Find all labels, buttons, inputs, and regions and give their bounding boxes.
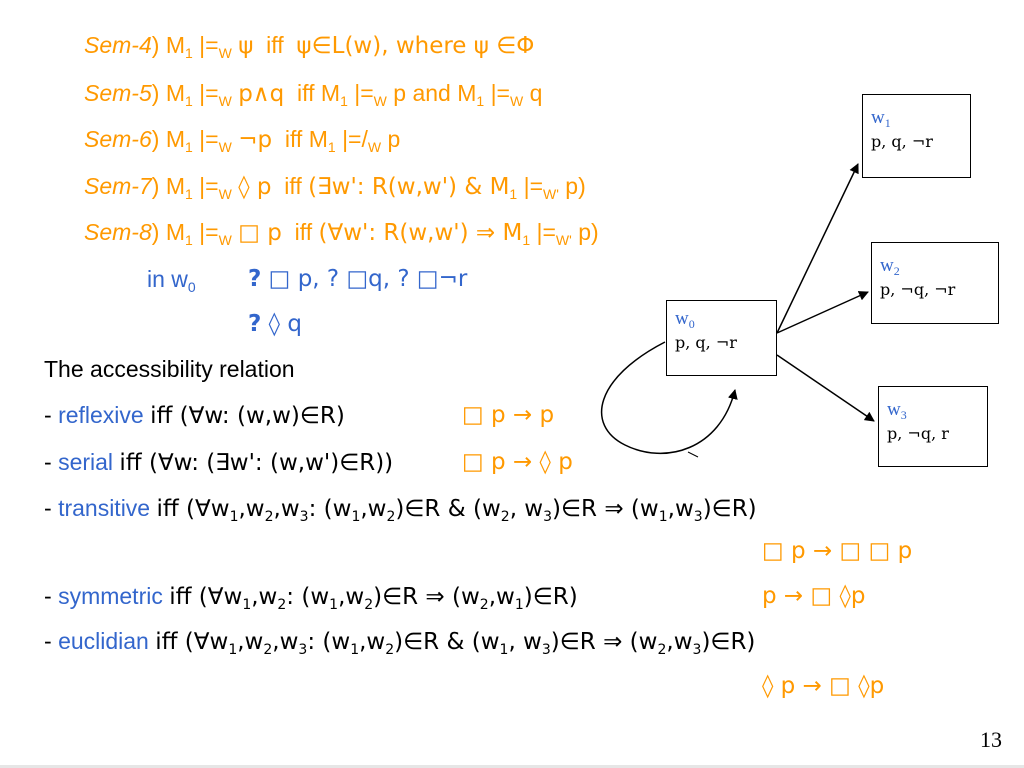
world-w1-props: p, q, ¬r [871, 132, 933, 151]
world-w3-name: w3 [887, 399, 907, 422]
sem4-line: Sem-4) M1 |=W ψ iff ψ∈L(w), where ψ ∈Φ [84, 31, 534, 60]
sem7-label: Sem-7 [84, 173, 152, 199]
diamond-q-query: ? ◊ q [248, 311, 302, 337]
page-number: 13 [980, 727, 1002, 752]
euclidian-line: - euclidian iff (∀w1,w2,w3: (w1,w2)∈R & … [44, 628, 756, 658]
transitive-axiom: □ p → □ □ p [762, 538, 913, 564]
world-w2-name: w2 [880, 255, 900, 278]
sem7-line: Sem-7) M1 |=W ◊ p iff (∃w': R(w,w') & M1… [84, 173, 586, 202]
sem5-line: Sem-5) M1 |=W p∧q iff M1 |=W p and M1 |=… [84, 80, 543, 109]
sem4-model: M1 |=W ψ [165, 32, 254, 61]
arrow-w0-w2 [776, 291, 869, 334]
reflexive-axiom: □ p → p [462, 402, 555, 428]
loop-tick [687, 451, 699, 458]
sem7-formula: ◊ p [238, 174, 272, 200]
world-w2-box: w2 p, ¬q, ¬r [871, 242, 999, 324]
serial-term: serial [58, 449, 114, 475]
world-w0-box: w0 p, q, ¬r [666, 300, 777, 376]
symmetric-line: - symmetric iff (∀w1,w2: (w1,w2)∈R ⇒ (w2… [44, 583, 578, 613]
arrow-w0-self-loop [600, 341, 738, 454]
euclidian-axiom: ◊ p → □ ◊p [762, 673, 885, 699]
in-w0-label: in w [147, 266, 188, 292]
symmetric-term: symmetric [58, 583, 163, 609]
sem4-paren: ) [151, 32, 160, 58]
transitive-term: transitive [58, 495, 151, 521]
sem8-line: Sem-8) M1 |=W □ p iff (∀w': R(w,w') ⇒ M1… [84, 219, 599, 248]
sem6-label: Sem-6 [84, 126, 152, 152]
sem7-condition: (∃w': R(w,w') & M [308, 174, 510, 200]
sem8-label: Sem-8 [84, 219, 152, 245]
sem4-condition: ψ∈L(w), where ψ ∈Φ [296, 33, 535, 59]
world-w0-props: p, q, ¬r [675, 333, 737, 352]
world-w1-name: w1 [871, 107, 891, 130]
reflexive-line: - reflexive iff (∀w: (w,w)∈R) [44, 402, 345, 429]
access-title: The accessibility relation [44, 356, 295, 382]
arrow-w0-w1 [776, 163, 859, 334]
world-w3-box: w3 p, ¬q, r [878, 386, 988, 467]
footer-band [0, 765, 1024, 768]
sem6-formula: ¬p [238, 127, 273, 153]
in-w0-line: in w0 [147, 266, 196, 295]
sem5-formula: p∧q [238, 81, 285, 107]
sem8-formula: □ p [238, 220, 282, 246]
serial-line: - serial iff (∀w: (∃w': (w,w')∈R)) [44, 449, 394, 476]
serial-axiom: □ p → ◊ p [462, 449, 573, 475]
euclidian-term: euclidian [58, 628, 149, 654]
sem5-label: Sem-5 [84, 80, 152, 106]
sem8-condition: (∀w': R(w,w') ⇒ M [318, 220, 523, 246]
sem4-iff: iff [266, 32, 284, 58]
sem6-line: Sem-6) M1 |=W ¬p iff M1 |=/W p [84, 126, 401, 155]
world-w0-name: w0 [675, 308, 695, 331]
transitive-line: - transitive iff (∀w1,w2,w3: (w1,w2)∈R &… [44, 495, 757, 525]
in-w0-queries: ? □ p, ? □q, ? □¬r [248, 266, 468, 292]
sem4-label: Sem-4 [84, 32, 152, 58]
world-w1-box: w1 p, q, ¬r [862, 94, 971, 178]
arrow-w0-w3 [776, 354, 875, 422]
world-w3-props: p, ¬q, r [887, 424, 949, 443]
symmetric-axiom: p → □ ◊p [762, 583, 866, 609]
world-w2-props: p, ¬q, ¬r [880, 280, 956, 299]
reflexive-term: reflexive [58, 402, 144, 428]
